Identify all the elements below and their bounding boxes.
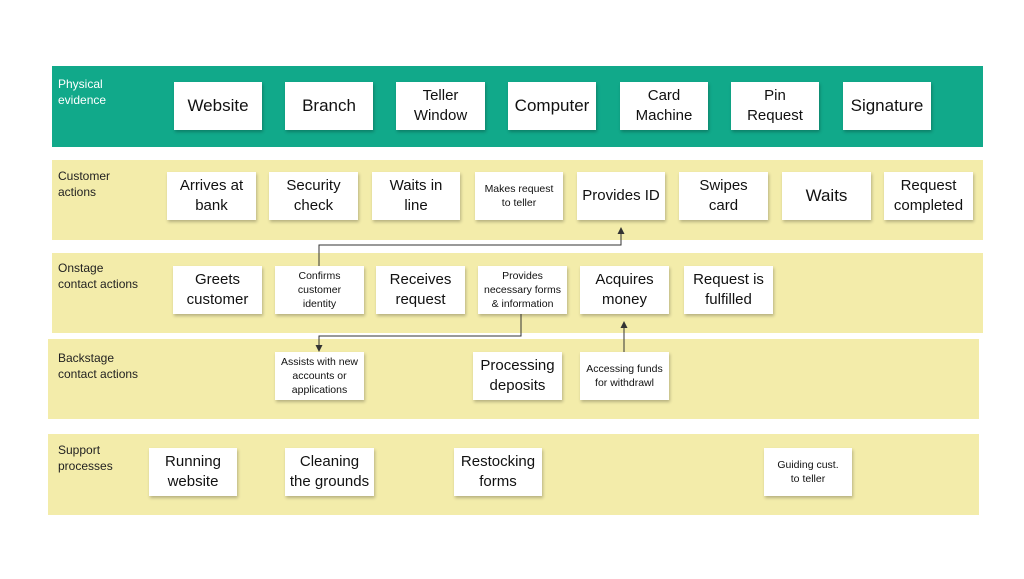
note-running-website: Running website xyxy=(149,448,237,496)
note-pin-request: Pin Request xyxy=(731,82,819,130)
note-greets-customer: Greets customer xyxy=(173,266,262,314)
note-makes-request: Makes request to teller xyxy=(475,172,563,220)
note-receives-request: Receives request xyxy=(376,266,465,314)
note-provides-id: Provides ID xyxy=(577,172,665,220)
note-acquires-money: Acquires money xyxy=(580,266,669,314)
lane-label-physical-evidence: Physical evidence xyxy=(58,77,107,107)
note-confirms-identity: Confirms customer identity xyxy=(275,266,364,314)
note-card-machine: Card Machine xyxy=(620,82,708,130)
note-provides-forms: Provides necessary forms & information xyxy=(478,266,567,314)
note-branch: Branch xyxy=(285,82,373,130)
lane-label-customer-actions: Customer actions xyxy=(58,169,111,199)
note-processing-deposits: Processing deposits xyxy=(473,352,562,400)
note-guiding-customer: Guiding cust. to teller xyxy=(764,448,852,496)
note-request-completed: Request completed xyxy=(884,172,973,220)
lane-label-support-processes: Support processes xyxy=(58,443,113,473)
note-cleaning-grounds: Cleaning the grounds xyxy=(285,448,374,496)
note-accessing-funds: Accessing funds for withdrawl xyxy=(580,352,669,400)
note-request-fulfilled: Request is fulfilled xyxy=(684,266,773,314)
note-restocking-forms: Restocking forms xyxy=(454,448,542,496)
note-signature: Signature xyxy=(843,82,931,130)
note-security-check: Security check xyxy=(269,172,358,220)
lane-label-backstage-contact-actions: Backstage contact actions xyxy=(58,351,139,381)
note-swipes-card: Swipes card xyxy=(679,172,768,220)
note-arrives-at-bank: Arrives at bank xyxy=(167,172,256,220)
note-waits: Waits xyxy=(782,172,871,220)
note-website: Website xyxy=(174,82,262,130)
note-assists-new-accounts: Assists with new accounts or application… xyxy=(275,352,364,400)
lane-label-onstage-contact-actions: Onstage contact actions xyxy=(58,261,139,291)
note-teller-window: Teller Window xyxy=(396,82,485,130)
note-computer: Computer xyxy=(508,82,596,130)
note-waits-in-line: Waits in line xyxy=(372,172,460,220)
